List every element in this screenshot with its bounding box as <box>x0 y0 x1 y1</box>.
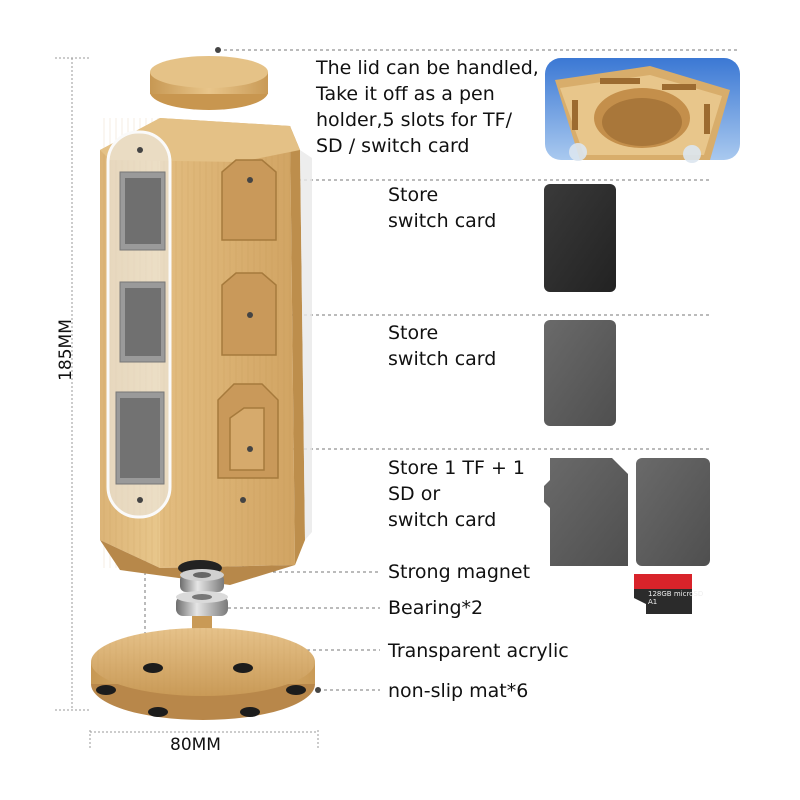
microsd-label: 128GB microSD A1 <box>648 590 703 606</box>
sd-card <box>544 458 628 566</box>
lid-callout-line-4: SD / switch card <box>316 135 470 157</box>
store-switch-callout-1: Store switch card <box>388 182 496 234</box>
acrylic-callout: Transparent acrylic <box>388 640 569 662</box>
lid-callout-line-3: holder,5 slots for TF/ <box>316 109 512 131</box>
microsd-unit: GB <box>661 590 672 598</box>
store-switch-1-line-2: switch card <box>388 210 497 232</box>
microsd-brand: microSD <box>673 590 704 598</box>
card-slots <box>217 159 279 479</box>
store-tf-sd-line-2: SD or <box>388 483 441 505</box>
store-switch-2-line-2: switch card <box>388 348 497 370</box>
store-tf-sd-line-1: Store 1 TF + 1 <box>388 457 526 479</box>
store-tf-sd-callout: Store 1 TF + 1 SD or switch card <box>388 455 525 533</box>
switch-card-small <box>636 458 710 566</box>
acrylic-window <box>106 130 172 519</box>
width-dimension-label: 80MM <box>170 735 221 755</box>
magnet-callout: Strong magnet <box>388 561 531 583</box>
mat-callout: non-slip mat*6 <box>388 680 529 702</box>
switch-card-gray <box>544 320 616 426</box>
microsd-card <box>634 574 692 614</box>
width-dimension <box>89 730 319 750</box>
pen-holder-inset <box>545 58 740 163</box>
base <box>91 628 315 720</box>
switch-card-dark <box>544 184 616 292</box>
height-dimension-label: 185MM <box>56 319 76 381</box>
non-slip-mats <box>96 663 306 717</box>
store-switch-2-line-1: Store <box>388 322 439 344</box>
bearing-callout: Bearing*2 <box>388 597 484 619</box>
microsd-class: A1 <box>648 598 658 606</box>
lid-callout: The lid can be handled, Take it off as a… <box>316 55 539 159</box>
bearing <box>176 569 228 630</box>
microsd-capacity: 128 <box>648 590 662 598</box>
lid-callout-line-1: The lid can be handled, <box>316 57 539 79</box>
store-switch-callout-2: Store switch card <box>388 320 496 372</box>
height-dimension <box>55 57 90 711</box>
lid-callout-line-2: Take it off as a pen <box>316 83 495 105</box>
store-tf-sd-line-3: switch card <box>388 509 497 531</box>
store-switch-1-line-1: Store <box>388 184 439 206</box>
lid <box>150 47 268 110</box>
